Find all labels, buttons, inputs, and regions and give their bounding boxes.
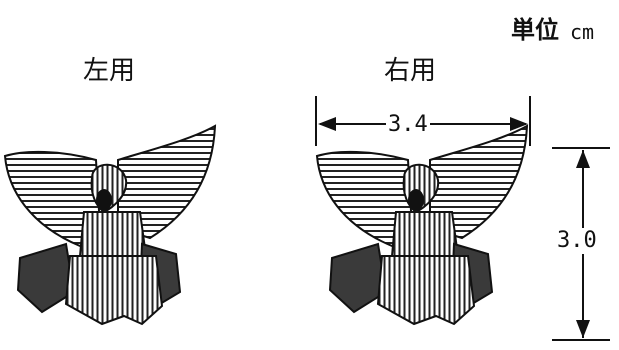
left-eagle-emblem-icon xyxy=(4,125,216,325)
right-label: 右用 xyxy=(384,56,437,86)
height-dimension xyxy=(552,147,610,341)
width-value: 3.4 xyxy=(386,112,430,137)
unit-value: cm xyxy=(570,20,595,44)
left-label: 左用 xyxy=(83,56,136,86)
right-eagle-emblem-icon xyxy=(316,125,528,325)
unit-label: 単位 xyxy=(511,16,559,44)
height-value: 3.0 xyxy=(557,228,597,254)
